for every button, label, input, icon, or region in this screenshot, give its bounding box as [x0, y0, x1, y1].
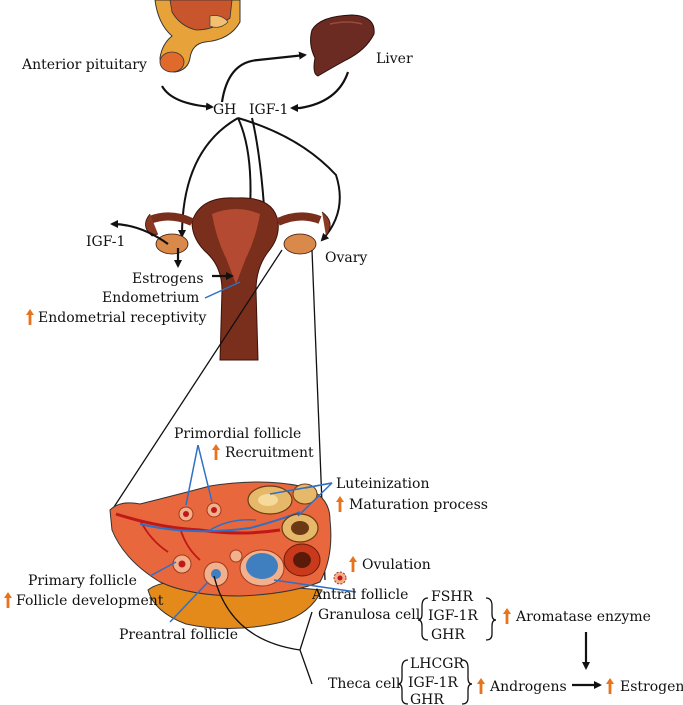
igf1-top-label: IGF-1	[249, 102, 288, 118]
ovulation-label: Ovulation	[362, 557, 431, 573]
estrogens-uterus-label: Estrogens	[132, 271, 204, 287]
igf1-left-label: IGF-1	[86, 234, 125, 250]
endometrium-label: Endometrium	[102, 290, 199, 306]
ghr-theca-label: GHR	[410, 692, 444, 705]
increase-arrow-icon	[606, 678, 614, 694]
pathway-arrows	[572, 632, 602, 689]
primordial-follicle-label: Primordial follicle	[174, 426, 301, 442]
estrogens-final-label: Estrogens	[620, 679, 683, 695]
fshr-label: FSHR	[431, 589, 474, 605]
igf1r-theca-label: IGF-1R	[408, 675, 458, 691]
increase-arrows	[4, 309, 614, 694]
granulosa-cell-label: Granulosa cell	[318, 607, 421, 623]
aromatase-enzyme-label: Aromatase enzyme	[515, 609, 651, 625]
uterus-illustration	[145, 197, 331, 361]
increase-arrow-icon	[503, 608, 511, 624]
igf1r-granulosa-label: IGF-1R	[428, 608, 478, 624]
recruitment-label: Recruitment	[225, 445, 314, 461]
gh-label: GH	[213, 102, 236, 118]
endometrial-receptivity-label: Endometrial receptivity	[38, 310, 206, 326]
receptor-braces	[397, 597, 497, 705]
endometrium-pointer	[204, 281, 241, 299]
primary-follicle-label: Primary follicle	[28, 573, 137, 589]
increase-arrow-icon	[26, 309, 34, 325]
ovary-label: Ovary	[325, 250, 367, 266]
increase-arrow-icon	[4, 592, 12, 608]
follicle-pointers	[149, 444, 357, 623]
antral-follicle-label: Antral follicle	[311, 587, 408, 603]
androgens-label: Androgens	[489, 679, 567, 695]
increase-arrow-icon	[477, 678, 485, 694]
increase-arrow-icon	[349, 556, 357, 572]
liver-label: Liver	[376, 51, 413, 67]
theca-cell-label: Theca cell	[328, 676, 401, 692]
increase-arrow-icon	[212, 444, 220, 460]
preantral-follicle-label: Preantral follicle	[119, 627, 238, 643]
gh-arrows	[161, 51, 350, 112]
increase-arrow-icon	[336, 496, 344, 512]
lhcgr-label: LHCGR	[410, 656, 464, 672]
text-labels: Anterior pituitary Liver GH IGF-1 IGF-1 …	[16, 51, 683, 705]
luteinization-label: Luteinization	[336, 476, 429, 492]
pituitary-illustration	[154, 0, 241, 73]
igf1-left-arrows	[110, 220, 234, 280]
cell-bracket-curve	[213, 575, 313, 685]
anterior-pituitary-label: Anterior pituitary	[21, 57, 147, 73]
follicle-development-label: Follicle development	[16, 593, 164, 609]
ghr-granulosa-label: GHR	[431, 627, 465, 643]
liver-illustration	[310, 14, 375, 77]
maturation-process-label: Maturation process	[349, 497, 488, 513]
